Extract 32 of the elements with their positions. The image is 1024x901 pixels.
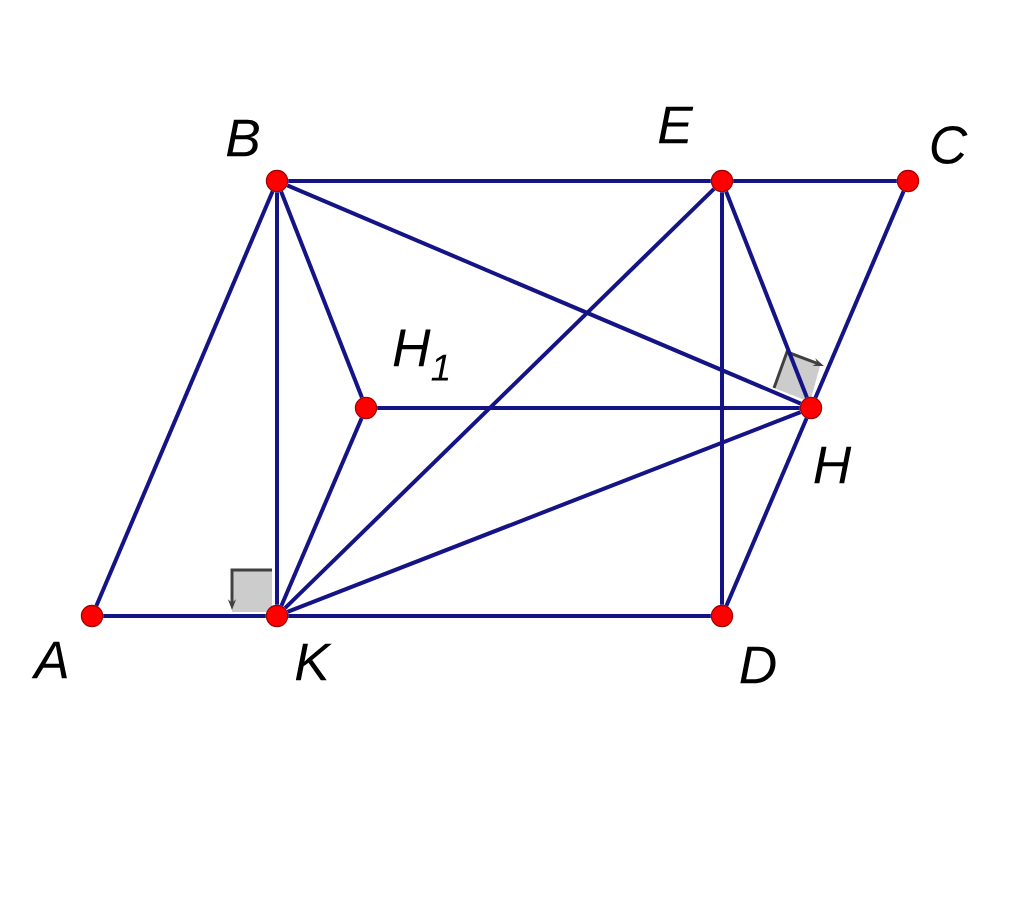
point-label: H$_{1}$ (393, 329, 449, 381)
line-segment (279, 417, 364, 607)
point (265, 604, 289, 628)
line-segment (724, 190, 809, 399)
point-label: B (226, 119, 259, 157)
point-label: H (814, 446, 852, 484)
line-segment (279, 190, 364, 399)
point (799, 396, 823, 420)
point (710, 169, 734, 193)
line-segment (813, 190, 906, 399)
point (896, 169, 920, 193)
point (710, 604, 734, 628)
line-segment (103, 614, 266, 618)
line-segment (288, 179, 711, 183)
line-segment (288, 614, 711, 618)
line-segment (724, 417, 809, 607)
point-label: E (658, 106, 694, 144)
line-segment (94, 190, 275, 607)
point-label: A (31, 641, 67, 679)
line-segment (377, 406, 800, 410)
point (80, 604, 104, 628)
point (265, 169, 289, 193)
point-label: D (740, 646, 776, 684)
line-segment (733, 179, 897, 183)
line-segment (286, 183, 802, 406)
line-segment (275, 192, 279, 605)
line-segment (720, 192, 724, 605)
point-label: K (295, 643, 332, 681)
line-segment (283, 187, 716, 610)
line-segment (286, 410, 802, 614)
point-label: C (931, 126, 968, 164)
point (354, 396, 378, 420)
